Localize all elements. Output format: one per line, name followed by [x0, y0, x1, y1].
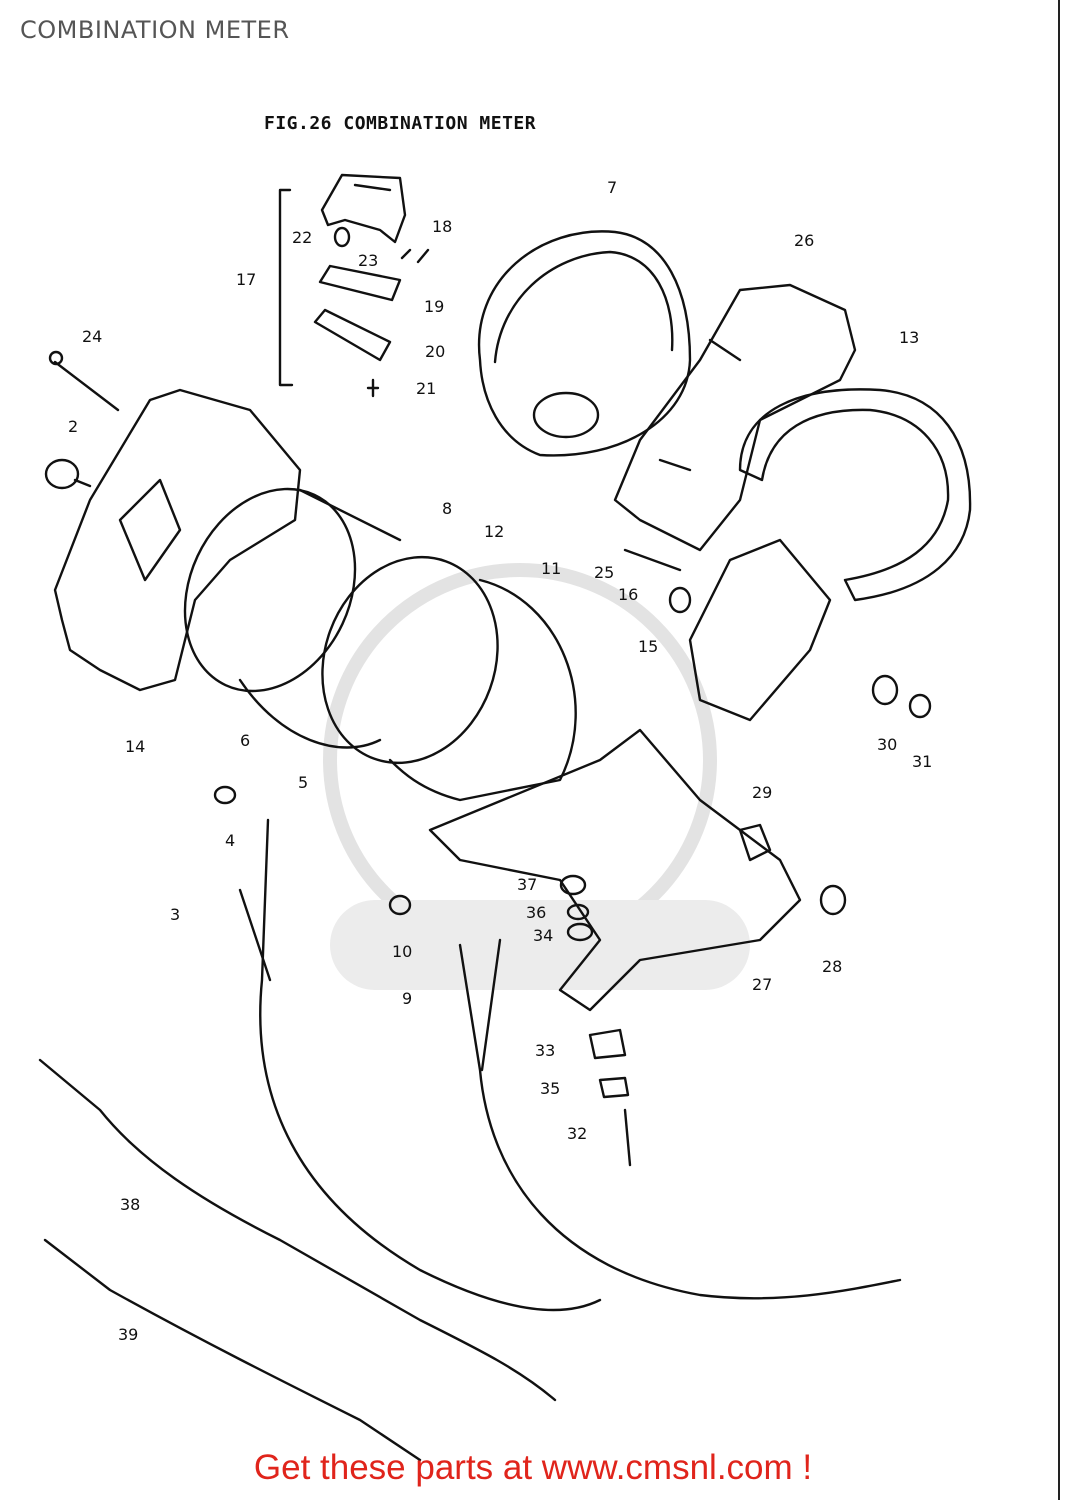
part-2-knob [44, 458, 80, 490]
callout-25: 25 [594, 563, 614, 582]
callout-29: 29 [752, 783, 772, 802]
part-13-cover [738, 388, 972, 602]
part-26-housing [613, 283, 857, 552]
callout-12: 12 [484, 522, 504, 541]
part-30-washer [871, 674, 899, 706]
callout-6: 6 [240, 731, 250, 750]
callout-31: 31 [912, 752, 932, 771]
part-31-nut [908, 693, 932, 719]
part-4-bulb [213, 785, 237, 805]
callout-38: 38 [120, 1195, 140, 1214]
callout-27: 27 [752, 975, 772, 994]
footer-cta[interactable]: Get these parts at www.cmsnl.com ! [253, 1448, 813, 1487]
part-21-screw [366, 378, 380, 398]
callout-18: 18 [432, 217, 452, 236]
callout-2: 2 [68, 417, 78, 436]
callout-24: 24 [82, 327, 102, 346]
frame-border [1058, 0, 1060, 1500]
callout-26: 26 [794, 231, 814, 250]
part-20-lens [313, 308, 392, 362]
part-28-washer [819, 884, 847, 916]
callout-20: 20 [425, 342, 445, 361]
part-27-bracket [428, 728, 802, 1012]
callout-7: 7 [607, 178, 617, 197]
callout-14: 14 [125, 737, 145, 756]
callout-21: 21 [416, 379, 436, 398]
part-34-washer [566, 922, 594, 942]
callout-10: 10 [392, 942, 412, 961]
callout-33: 33 [535, 1041, 555, 1060]
callout-32: 32 [567, 1124, 587, 1143]
callout-11: 11 [541, 559, 561, 578]
part-10-bulb [388, 894, 412, 916]
callout-9: 9 [402, 989, 412, 1008]
callout-15: 15 [638, 637, 658, 656]
part-22 [333, 226, 351, 248]
callout-28: 28 [822, 957, 842, 976]
part-33-clip [588, 1028, 627, 1060]
part-37-grommet [559, 874, 587, 896]
callout-34: 34 [533, 926, 553, 945]
part-35-clip [598, 1076, 630, 1099]
part-24-screw [48, 350, 120, 412]
part-6-meter [183, 487, 357, 693]
callout-5: 5 [298, 773, 308, 792]
callout-19: 19 [424, 297, 444, 316]
part-3-harness [259, 818, 602, 1312]
part-29-clip [738, 823, 772, 862]
part-25-screw [623, 548, 682, 572]
part-19-plate [318, 264, 402, 302]
callout-37: 37 [517, 875, 537, 894]
callout-30: 30 [877, 735, 897, 754]
callout-17: 17 [236, 270, 256, 289]
part-39-cable [43, 1238, 422, 1462]
figure-title: FIG.26 COMBINATION METER [264, 113, 537, 134]
callout-3: 3 [170, 905, 180, 924]
part-38-cable [38, 1058, 557, 1402]
part-23 [400, 248, 430, 264]
callout-4: 4 [225, 831, 235, 850]
watermark-logo [323, 563, 750, 990]
part-18-socket [320, 173, 407, 244]
part-32-bolt [623, 1108, 632, 1167]
page-title: COMBINATION METER [20, 16, 290, 44]
callout-labels: 7 26 18 22 17 23 19 13 24 20 21 2 8 12 1… [68, 178, 932, 1344]
part-15-holder [688, 538, 832, 722]
callout-16: 16 [618, 585, 638, 604]
part-14-panel [53, 388, 302, 692]
callout-13: 13 [899, 328, 919, 347]
callout-8: 8 [442, 499, 452, 518]
callout-22: 22 [292, 228, 312, 247]
part-7-cover [477, 230, 692, 457]
bracket-17 [278, 188, 294, 387]
part-16-bulb [668, 586, 692, 614]
part-9-harness [458, 943, 902, 1300]
callout-35: 35 [540, 1079, 560, 1098]
callout-36: 36 [526, 903, 546, 922]
part-8-meter [321, 555, 499, 765]
callout-39: 39 [118, 1325, 138, 1344]
part-36-collar [566, 903, 590, 921]
callout-23: 23 [358, 251, 378, 270]
